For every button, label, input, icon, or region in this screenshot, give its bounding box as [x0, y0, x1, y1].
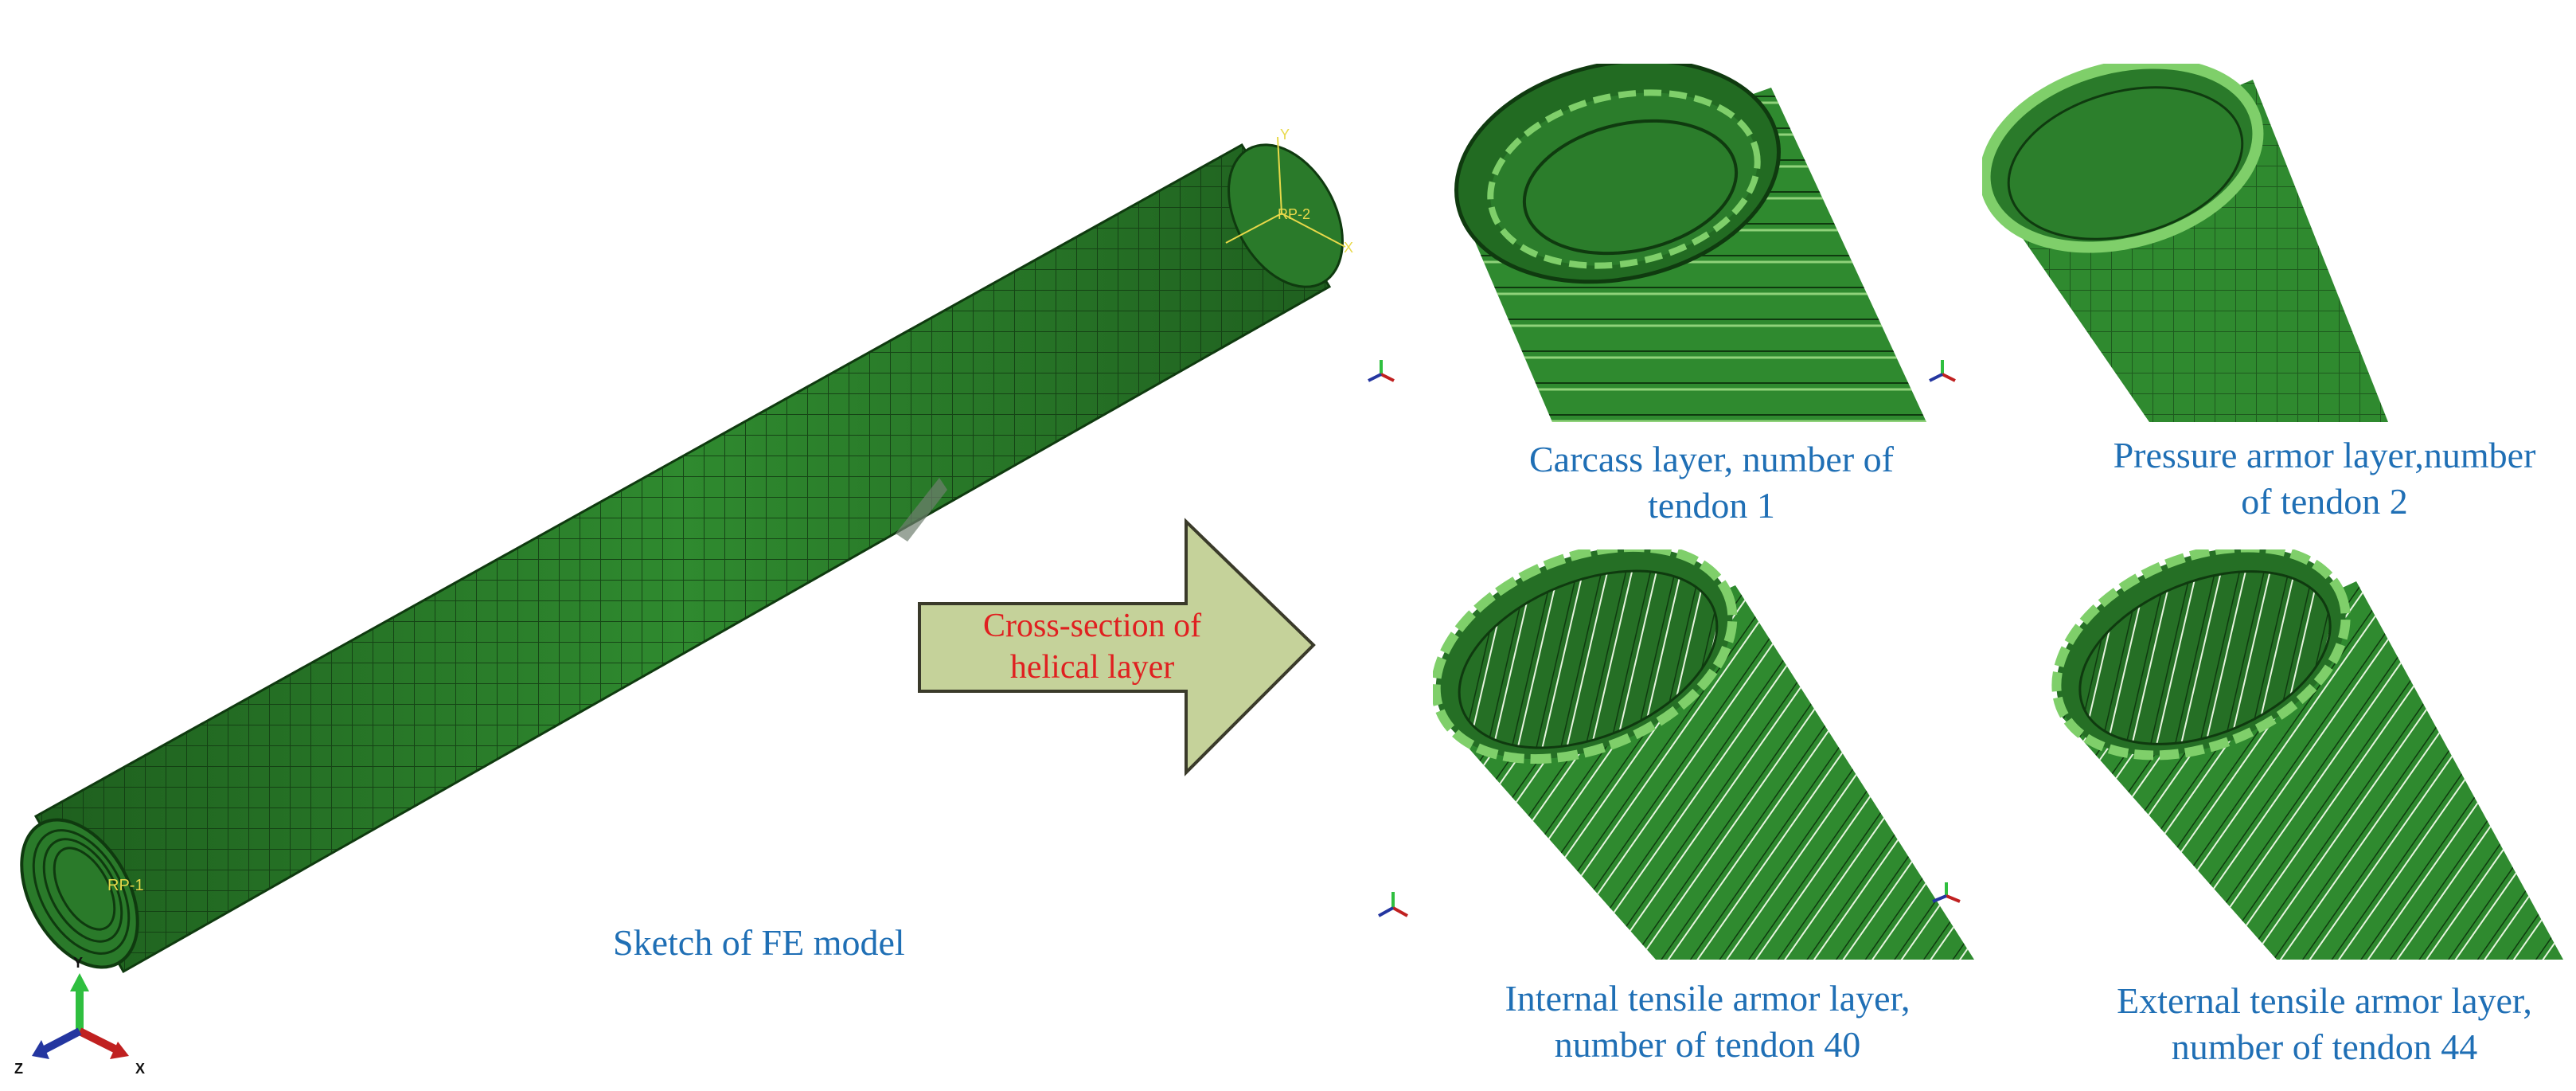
- carcass-caption: Carcass layer, number of tendon 1: [1497, 436, 1926, 529]
- internal-tensile-caption-line1: Internal tensile armor layer,: [1505, 978, 1911, 1019]
- arrow-caption: Cross-section of helical layer: [983, 605, 1201, 688]
- pressure-armor-caption-line2: of tendon 2: [2241, 481, 2408, 522]
- pressure-armor-caption: Pressure armor layer,number of tendon 2: [2074, 432, 2575, 525]
- panel-triad-1: [1929, 360, 1956, 382]
- triad-y-label: Y: [73, 955, 83, 971]
- rp1-label: RP-1: [107, 877, 144, 894]
- panel-pressure-armor: [1982, 64, 2388, 422]
- csys-y-label: Y: [1280, 127, 1290, 143]
- panel-internal-tensile: [1433, 549, 1974, 960]
- internal-tensile-caption: Internal tensile armor layer, number of …: [1457, 976, 1958, 1068]
- carcass-caption-line2: tendon 1: [1648, 485, 1775, 526]
- internal-tensile-caption-line2: number of tendon 40: [1554, 1024, 1861, 1065]
- fe-model-caption-text: Sketch of FE model: [613, 922, 905, 963]
- triad-x-label: X: [135, 1061, 145, 1077]
- external-tensile-caption-line2: number of tendon 44: [2171, 1026, 2478, 1067]
- rp2-label: RP-2: [1278, 206, 1310, 222]
- csys-at-rp2: [1225, 136, 1346, 248]
- arrow-caption-line1: Cross-section of: [983, 608, 1202, 644]
- arrow-caption-line2: helical layer: [1009, 649, 1175, 686]
- pressure-armor-caption-line1: Pressure armor layer,number: [2113, 435, 2536, 475]
- carcass-caption-line1: Carcass layer, number of: [1529, 439, 1894, 479]
- external-tensile-caption: External tensile armor layer, number of …: [2074, 978, 2575, 1070]
- panel-carcass: [1454, 64, 1926, 422]
- panel-triad-3b: [1932, 882, 1961, 903]
- panel-external-tensile: [2051, 549, 2563, 960]
- global-triad-icon: [32, 973, 129, 1059]
- panel-triad-1b: [1368, 360, 1395, 382]
- transition-arrow: [918, 518, 1316, 776]
- tube-near-end: [20, 818, 139, 969]
- fe-model-caption: Sketch of FE model: [613, 920, 905, 966]
- section-marker: [896, 478, 947, 542]
- external-tensile-caption-line1: External tensile armor layer,: [2117, 980, 2532, 1021]
- triad-z-label: Z: [14, 1061, 23, 1077]
- fe-model-tube: RP-1 RP-2 Y X: [20, 127, 1353, 974]
- csys-x-label: X: [1344, 240, 1353, 256]
- panel-triad-3: [1378, 892, 1408, 917]
